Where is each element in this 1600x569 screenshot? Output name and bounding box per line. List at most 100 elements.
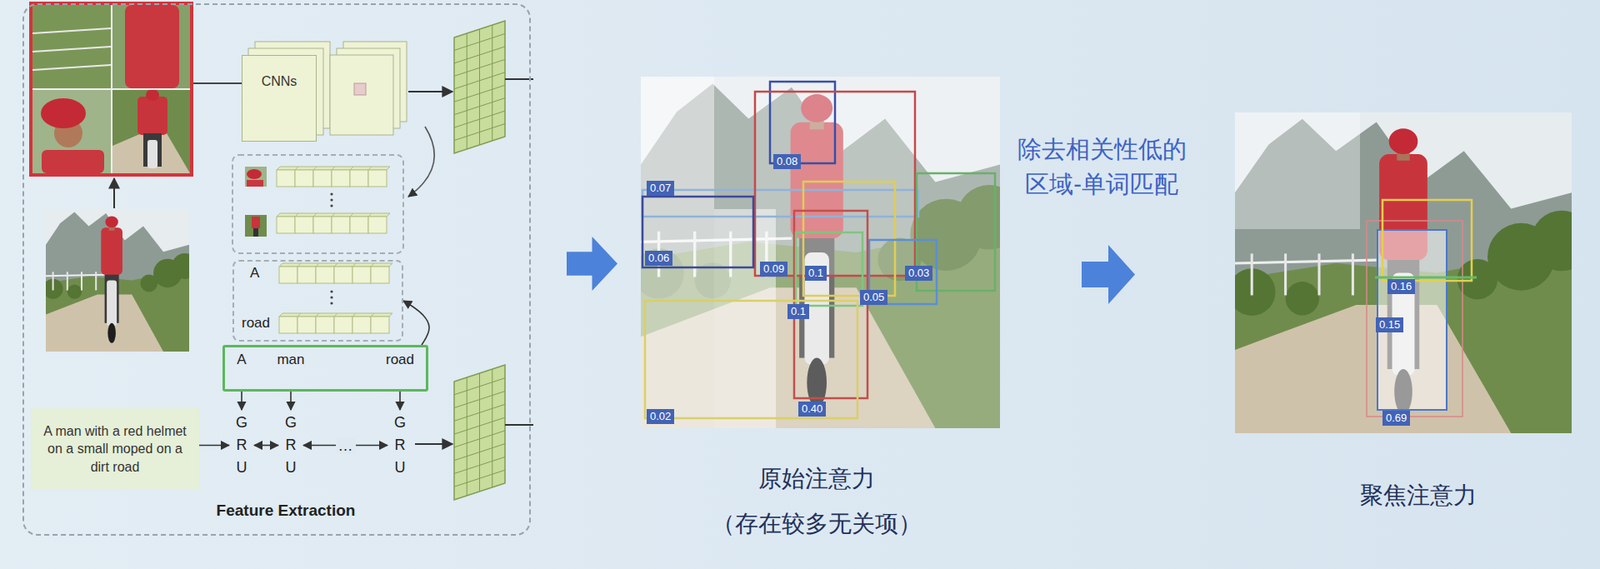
vector-cell bbox=[331, 216, 350, 234]
vector-cell bbox=[334, 316, 353, 334]
vector-cell bbox=[370, 316, 390, 334]
bush bbox=[67, 285, 82, 300]
edge-label-box: … bbox=[335, 437, 356, 455]
region-icon-shirt bbox=[246, 180, 264, 187]
photo bbox=[1235, 112, 1572, 434]
wheel bbox=[107, 323, 116, 344]
node-text: man bbox=[276, 351, 305, 369]
ellipsis-dot bbox=[330, 192, 333, 195]
node-text: A bbox=[250, 265, 260, 282]
attention-box bbox=[803, 181, 895, 296]
bush bbox=[1285, 281, 1320, 315]
gru-label: G R U bbox=[392, 411, 408, 480]
fence-post bbox=[66, 271, 69, 290]
vector-cell bbox=[295, 216, 314, 234]
feature-map-line bbox=[491, 369, 493, 488]
connector bbox=[240, 391, 243, 410]
feature-map-line bbox=[454, 46, 505, 64]
region-icon bbox=[245, 166, 267, 187]
feature-map-line bbox=[466, 377, 468, 496]
connector bbox=[254, 445, 279, 447]
feature-map-line bbox=[454, 378, 505, 395]
gru-cell: G R U bbox=[387, 410, 413, 481]
block-arrow bbox=[566, 236, 618, 291]
vector-cell bbox=[334, 266, 353, 284]
vector-cell bbox=[315, 266, 335, 284]
score-tag-box: 0.69 bbox=[1382, 410, 1410, 426]
edge-label: … bbox=[335, 437, 356, 455]
helmet bbox=[105, 216, 118, 229]
score-tag: 0.1 bbox=[805, 265, 827, 281]
vector-cell bbox=[352, 316, 371, 334]
crop-shoulders bbox=[41, 150, 105, 174]
crop-head-bg bbox=[32, 90, 111, 174]
attention-box bbox=[1382, 200, 1472, 281]
image-caption-box: （存在较多无关项） bbox=[711, 508, 922, 540]
node-text: road bbox=[385, 351, 415, 369]
connector bbox=[399, 391, 401, 410]
cnn-box: CNNs bbox=[241, 55, 317, 142]
score-tag-box: 0.05 bbox=[860, 289, 888, 305]
wire bbox=[193, 82, 242, 85]
flow-arrow bbox=[113, 178, 115, 209]
crop-rider bbox=[137, 96, 168, 135]
vector-cell bbox=[368, 170, 387, 187]
step-note: 除去相关性低的 区域-单词匹配 bbox=[1012, 131, 1192, 202]
score-tag: 0.1 bbox=[787, 304, 810, 320]
feature-map-line bbox=[454, 456, 505, 474]
helmet bbox=[1389, 128, 1419, 155]
feature-map-line bbox=[491, 25, 493, 141]
score-tag: 0.08 bbox=[773, 154, 801, 170]
bush bbox=[1531, 210, 1572, 272]
feature-map-line bbox=[454, 33, 505, 50]
moped bbox=[106, 280, 117, 327]
attention-box bbox=[642, 196, 754, 268]
image-caption-box: 聚焦注意力 bbox=[1360, 480, 1477, 512]
vector-cell-top bbox=[368, 166, 390, 170]
vector-cell bbox=[313, 216, 332, 234]
region-icon-rider bbox=[251, 216, 260, 229]
sky bbox=[1235, 112, 1572, 434]
vector-cell-top bbox=[370, 263, 393, 267]
block-arrow bbox=[1081, 245, 1135, 305]
connector bbox=[290, 391, 292, 410]
region-feature-box bbox=[232, 155, 404, 254]
flow-arrow bbox=[408, 90, 453, 93]
vector-cell bbox=[350, 216, 369, 234]
score-tag: 0.03 bbox=[905, 265, 933, 281]
feature-map-line bbox=[454, 85, 505, 102]
vector-cell bbox=[297, 316, 316, 334]
score-tag: 0.02 bbox=[646, 409, 675, 425]
node-text: CNNs bbox=[242, 74, 316, 90]
vector-cell bbox=[352, 266, 371, 284]
score-tag-box: 0.40 bbox=[798, 400, 826, 417]
bush bbox=[140, 275, 159, 293]
wire bbox=[505, 78, 534, 80]
feature-map-line bbox=[454, 72, 505, 90]
step-note-box: 除去相关性低的 区域-单词匹配 bbox=[1012, 131, 1192, 202]
attention-box bbox=[795, 232, 863, 306]
image-caption: 原始注意力 bbox=[758, 463, 875, 495]
score-tag: 0.06 bbox=[645, 250, 673, 266]
image-caption: （存在较多无关项） bbox=[711, 508, 922, 540]
region-icon-helmet bbox=[246, 169, 262, 180]
attention-box bbox=[770, 81, 835, 164]
score-tag-box: 0.1 bbox=[787, 303, 810, 320]
fence-post bbox=[80, 271, 83, 290]
bush bbox=[1457, 259, 1498, 300]
photo bbox=[45, 209, 190, 352]
crop-fence bbox=[32, 46, 111, 52]
crop-helmet bbox=[40, 98, 86, 129]
bush bbox=[45, 279, 64, 300]
flow-arrow bbox=[415, 443, 453, 445]
score-tag-box: 0.1 bbox=[805, 265, 827, 281]
ellipsis-dot bbox=[330, 295, 333, 299]
crop-moped bbox=[147, 140, 158, 169]
score-tag-box: 0.16 bbox=[1387, 278, 1415, 295]
crop-greenery bbox=[32, 5, 111, 89]
crop-border bbox=[30, 3, 192, 175]
feature-map-line bbox=[454, 444, 505, 461]
ellipsis-dot bbox=[330, 301, 333, 305]
haze bbox=[640, 76, 1000, 429]
